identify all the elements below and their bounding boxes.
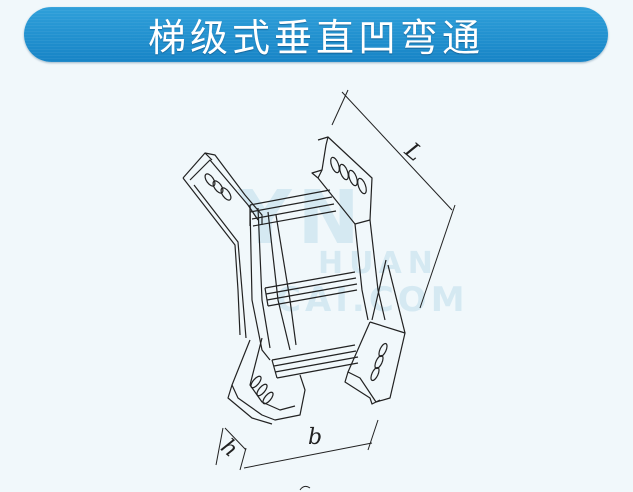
lower-left-section — [227, 337, 306, 425]
dimension-lines — [215, 89, 456, 491]
title-banner: 梯级式垂直凹弯通 — [24, 7, 608, 62]
ladder-rails — [249, 204, 297, 361]
upper-right-section — [311, 136, 386, 321]
page-title: 梯级式垂直凹弯通 — [147, 16, 484, 60]
cable-tray-drawing — [182, 89, 456, 491]
ladder-rungs — [249, 189, 359, 379]
dimension-label-width: b — [308, 425, 323, 450]
lower-right-section — [344, 259, 406, 405]
upper-left-section — [182, 152, 263, 339]
